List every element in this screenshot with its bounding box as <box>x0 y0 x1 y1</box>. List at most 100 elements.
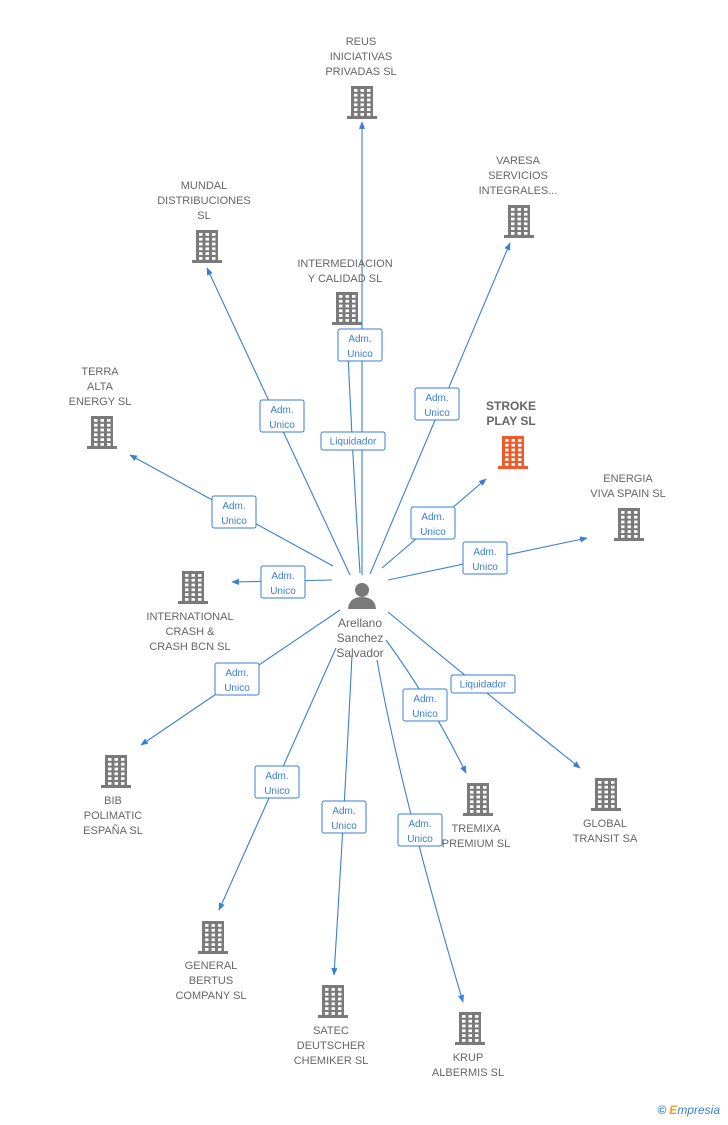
building-window <box>517 222 521 226</box>
building-window <box>212 252 216 255</box>
role-badge-bib[interactable]: Adm.Unico <box>214 662 260 696</box>
building-window <box>517 232 521 235</box>
building-window <box>185 574 189 577</box>
role-badge-satec[interactable]: Adm.Unico <box>321 800 367 834</box>
company-label-line: TERRA <box>81 366 119 378</box>
person-name-line: Sanchez <box>337 631 384 645</box>
building-window <box>345 309 349 313</box>
building-window <box>205 924 209 927</box>
building-icon[interactable] <box>498 436 528 469</box>
building-window <box>367 89 371 92</box>
building-window <box>505 463 509 466</box>
role-badge-line: Unico <box>264 786 290 797</box>
role-badge-line: Adm. <box>270 405 293 416</box>
building-window <box>114 767 118 771</box>
role-badge-line: Unico <box>270 586 296 597</box>
building-window <box>198 574 202 577</box>
building-window <box>634 525 638 529</box>
building-window <box>339 299 343 303</box>
company-label-line: TREMIXA <box>452 823 502 835</box>
company-label-line: PREMIUM SL <box>442 838 510 850</box>
company-label-tremixa[interactable]: TREMIXA PREMIUM SL <box>442 823 510 850</box>
building-window <box>511 458 515 461</box>
role-badge-general[interactable]: Adm.Unico <box>254 765 300 799</box>
building-window <box>505 443 509 447</box>
building-window <box>191 593 195 596</box>
role-badge-label: Adm.Unico <box>264 771 290 797</box>
building-icon[interactable] <box>318 985 348 1018</box>
building-window <box>511 212 515 216</box>
role-badge-reus[interactable]: Adm.Unico <box>337 328 383 362</box>
building-icon[interactable] <box>591 778 621 811</box>
role-badge-line: Unico <box>424 408 450 419</box>
building-window <box>94 438 98 441</box>
building-window <box>185 598 189 601</box>
building-icon[interactable] <box>504 205 534 238</box>
role-badge-terra[interactable]: Adm.Unico <box>211 495 257 529</box>
building-window <box>107 438 111 441</box>
building-window <box>511 208 515 211</box>
role-badge-label: Adm.Unico <box>221 501 247 527</box>
building-icon[interactable] <box>87 416 117 449</box>
building-base <box>318 1015 348 1018</box>
person-icon[interactable] <box>348 583 376 609</box>
role-badge-stroke[interactable]: Adm.Unico <box>410 506 456 540</box>
role-badge-line: Unico <box>224 683 250 694</box>
building-window <box>367 113 371 116</box>
building-window <box>205 233 209 236</box>
building-window <box>604 790 608 794</box>
building-window <box>94 428 98 432</box>
building-window <box>345 295 349 298</box>
role-badge-mundal[interactable]: Adm.Unico <box>259 399 305 433</box>
role-badge-international[interactable]: Adm.Unico <box>260 565 306 599</box>
role-badge-varesa[interactable]: Adm.Unico <box>414 387 460 421</box>
role-badge-box <box>211 495 257 529</box>
building-window <box>338 988 342 991</box>
building-window <box>94 443 98 446</box>
building-icon[interactable] <box>463 783 493 816</box>
building-icon[interactable] <box>192 230 222 263</box>
building-icon[interactable] <box>198 921 228 954</box>
role-badge-label: Liquidador <box>460 680 507 691</box>
role-badge-krup[interactable]: Adm.Unico <box>397 813 443 847</box>
role-badge-line: Unico <box>412 709 438 720</box>
building-window <box>218 938 222 942</box>
building-window <box>218 924 222 927</box>
building-icon[interactable] <box>347 86 377 119</box>
building-window <box>621 530 625 533</box>
building-window <box>100 419 104 422</box>
building-base <box>504 235 534 238</box>
building-window <box>345 304 349 308</box>
building-icon[interactable] <box>614 508 644 541</box>
role-badge-global[interactable]: Liquidador <box>450 674 516 694</box>
building-icon[interactable] <box>101 755 131 788</box>
building-window <box>352 314 356 317</box>
building-window <box>100 443 104 446</box>
role-badge-label: Adm.Unico <box>331 806 357 832</box>
building-window <box>107 428 111 432</box>
role-badge-energia[interactable]: Adm.Unico <box>462 541 508 575</box>
role-badge-tremixa[interactable]: Adm. Unico <box>402 688 448 722</box>
building-icon[interactable] <box>178 571 208 604</box>
role-badge-intermediacion[interactable]: Liquidador <box>320 431 386 451</box>
role-badge-line: Adm. <box>413 694 436 705</box>
building-window <box>475 1019 479 1023</box>
building-icon[interactable] <box>332 292 362 325</box>
building-window <box>199 237 203 241</box>
building-icon[interactable] <box>455 1012 485 1045</box>
